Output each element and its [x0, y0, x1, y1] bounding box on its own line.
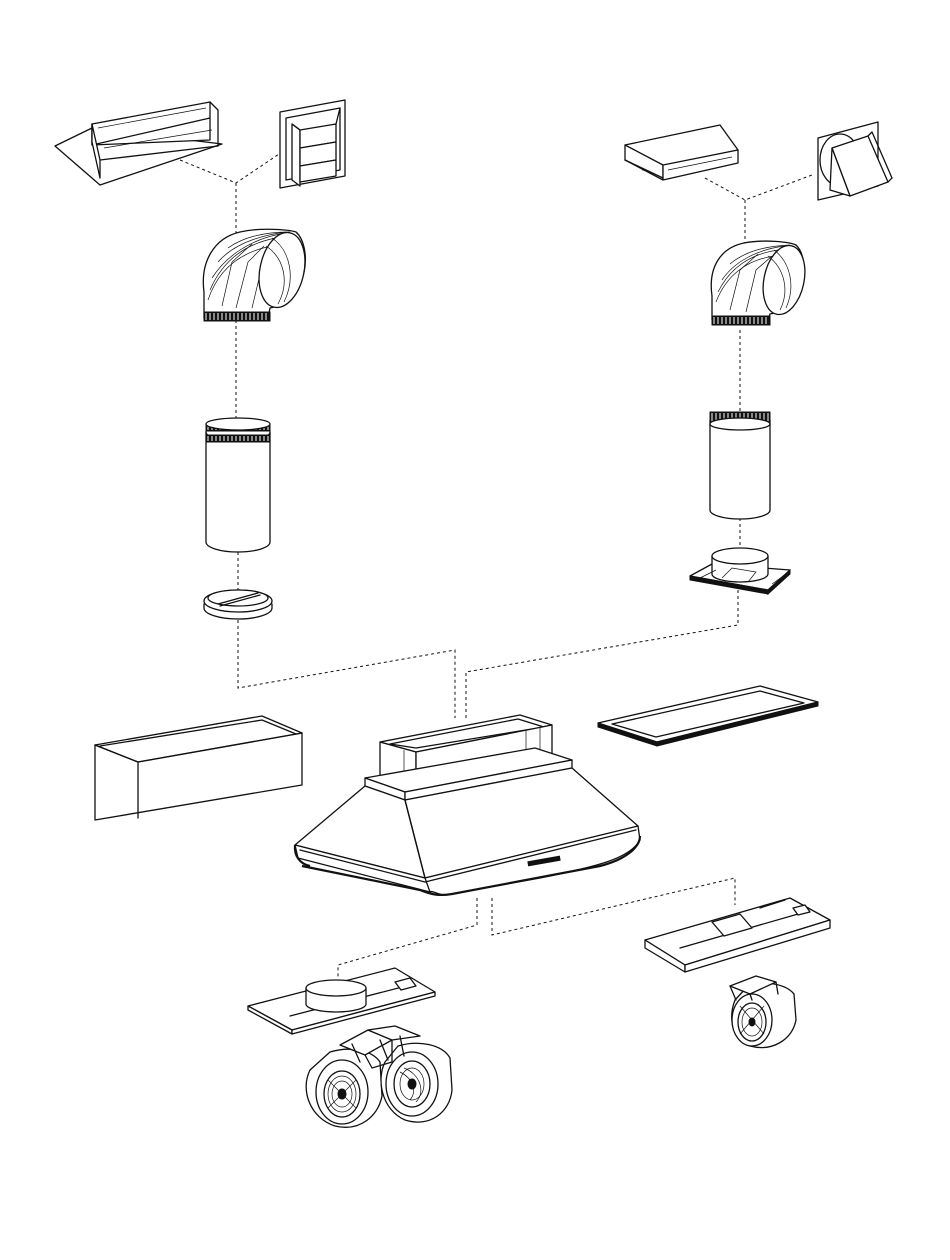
duct-cover-box — [95, 716, 302, 820]
elbow-duct-left — [203, 228, 311, 321]
duct-transition-plate — [690, 548, 790, 594]
ceiling-trim-frame — [598, 686, 818, 746]
blower-plate-single — [645, 898, 830, 972]
round-duct-right — [710, 412, 770, 519]
blower-motor-dual — [306, 1026, 452, 1127]
range-hood — [295, 715, 640, 895]
elbow-duct-right — [711, 241, 811, 325]
roof-cap — [55, 102, 222, 185]
blower-plate-dual — [248, 968, 435, 1034]
wall-cap-louvered — [280, 100, 345, 188]
roof-cap-angled — [625, 125, 738, 180]
blower-motor-single — [730, 976, 796, 1048]
round-duct-left — [206, 418, 270, 552]
wall-cap-hooded — [818, 122, 892, 200]
damper-left — [204, 590, 272, 619]
